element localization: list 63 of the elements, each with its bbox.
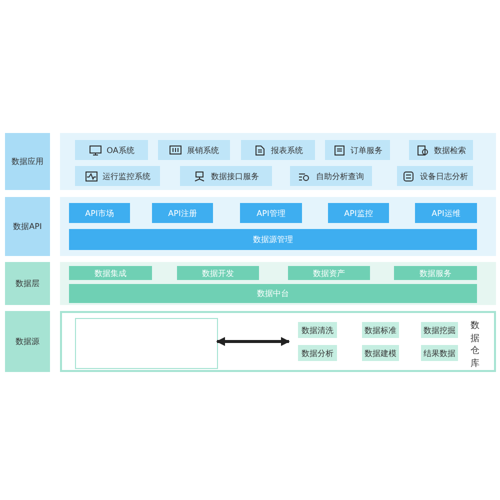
source-box (75, 318, 218, 369)
node-label: 数据检索 (434, 144, 466, 156)
node-label: 数据API (13, 221, 42, 232)
node-label: 数据源 (16, 336, 40, 347)
app-box (397, 166, 473, 186)
node-label: API监控 (344, 208, 373, 218)
node-label: API管理 (256, 208, 286, 218)
app-box (75, 166, 160, 186)
api-box (328, 203, 389, 223)
process-box (298, 345, 337, 361)
node-label: 订单服务 (350, 144, 382, 156)
node-label: 数据集成 (94, 268, 126, 278)
api-box (152, 203, 213, 223)
layer-label-box (5, 133, 50, 190)
warehouse-label: 数据仓库 (470, 320, 480, 370)
layer-label-box (5, 262, 50, 305)
layer-label-box (5, 197, 50, 256)
double-arrow (216, 337, 290, 346)
layer-box (288, 266, 370, 280)
node-label: 数据应用 (12, 156, 44, 167)
app-box (325, 140, 390, 160)
node-label: 报表系统 (271, 144, 303, 156)
node-label: API市场 (85, 208, 114, 218)
api-box (69, 203, 130, 223)
layer-panel (60, 197, 496, 256)
app-box (409, 140, 473, 160)
node-label: 数据服务 (420, 268, 452, 278)
layer-box (69, 284, 477, 303)
layer-panel (60, 311, 496, 372)
node-label: 数据资产 (313, 268, 345, 278)
api-box (240, 203, 302, 223)
node-label: 结果数据 (424, 348, 456, 358)
node-label: 数据中台 (257, 288, 289, 299)
process-box (298, 322, 337, 338)
layer-panel (60, 262, 496, 305)
node-label: 设备日志分析 (420, 170, 468, 182)
node-label: 数据建模 (364, 348, 396, 358)
app-box (241, 140, 315, 160)
layer-label-box (5, 311, 50, 372)
api-box (69, 229, 477, 250)
layer-box (394, 266, 477, 280)
app-box (180, 166, 272, 186)
node-label: 数据标准 (364, 324, 396, 336)
layer-box (177, 266, 259, 280)
node-label: 数据接口服务 (211, 170, 259, 182)
app-box (158, 140, 230, 160)
layer-panel (60, 133, 496, 190)
app-box (75, 140, 148, 160)
node-label: 数据开发 (202, 268, 234, 278)
node-label: OA系统 (106, 144, 134, 156)
node-label: API注册 (168, 208, 197, 218)
node-label: 运行监控系统 (102, 170, 150, 182)
api-box (415, 203, 477, 223)
app-box (290, 166, 372, 186)
node-label: 自助分析查询 (316, 170, 364, 182)
node-label: 数据清洗 (302, 324, 334, 336)
node-label: 数据分析 (302, 348, 334, 358)
layer-box (69, 266, 152, 280)
node-label: 数据层 (16, 278, 40, 289)
node-label: 数据源管理 (253, 234, 293, 245)
node-label: 数据挖掘 (424, 324, 456, 336)
node-label: 展销系统 (187, 144, 219, 156)
node-label: API运维 (432, 208, 460, 218)
